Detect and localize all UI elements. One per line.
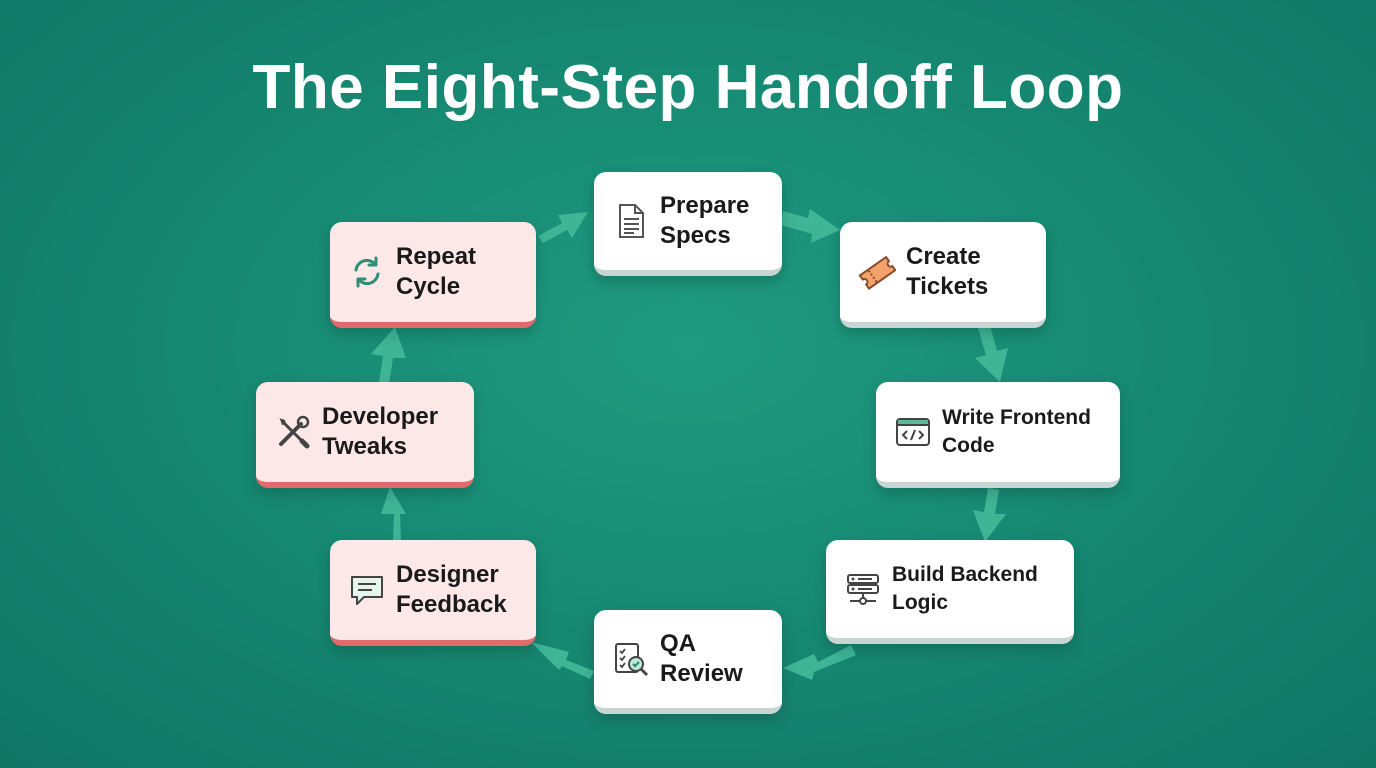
step-line2: Tickets [906,273,989,300]
arrow-qa-to-designer [531,642,594,679]
diagram-title: The Eight-Step Handoff Loop [252,53,1124,122]
step-line1: Create [906,243,981,270]
step-line1: Designer [396,561,499,588]
arrow-create-to-write [975,325,1008,382]
step-line2: Specs [660,222,731,249]
step-line2: Tweaks [322,433,407,460]
step-line1: QA [660,630,696,657]
step-qa-review: QA Review [594,610,782,714]
step-line2: Feedback [396,591,507,618]
tools-icon [274,413,312,451]
arrow-prepare-to-create [781,209,840,243]
arrow-repeat-to-prepare [538,212,588,243]
chat-bubble-icon [348,571,386,609]
arrow-developer-to-repeat [371,327,406,384]
code-window-icon [894,413,932,451]
arrow-write-to-build [973,488,1006,542]
refresh-icon [348,253,386,291]
ticket-icon [858,253,896,291]
checklist-magnifier-icon [612,640,650,678]
step-line1: Build Backend [892,563,1038,586]
step-line2: Code [942,434,995,457]
step-line1: Prepare [660,192,750,219]
step-line2: Review [660,660,743,687]
step-line1: Repeat [396,243,477,270]
server-icon [844,570,882,608]
step-line2: Logic [892,591,948,614]
document-icon [612,202,650,240]
step-line1: Write Frontend [942,406,1091,429]
step-line1: Developer [322,403,439,430]
arrow-build-to-qa [783,645,856,680]
step-line2: Cycle [396,273,461,300]
arrow-designer-to-developer [381,487,406,540]
